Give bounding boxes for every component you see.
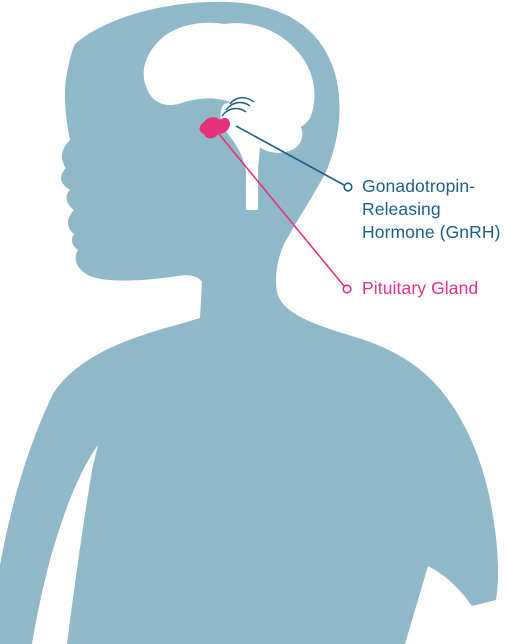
gnrh-connector-dot [344,183,352,191]
gnrh-label-line-3: Hormone (GnRH) [362,221,501,244]
pituitary-label-text: Pituitary Gland [362,277,478,300]
pituitary-label: Pituitary Gland [362,277,478,300]
gnrh-label-line-1: Gonadotropin- [362,175,501,198]
gnrh-label-line-2: Releasing [362,198,501,221]
pituitary-connector-dot [343,285,351,293]
gnrh-label: Gonadotropin- Releasing Hormone (GnRH) [362,175,501,244]
